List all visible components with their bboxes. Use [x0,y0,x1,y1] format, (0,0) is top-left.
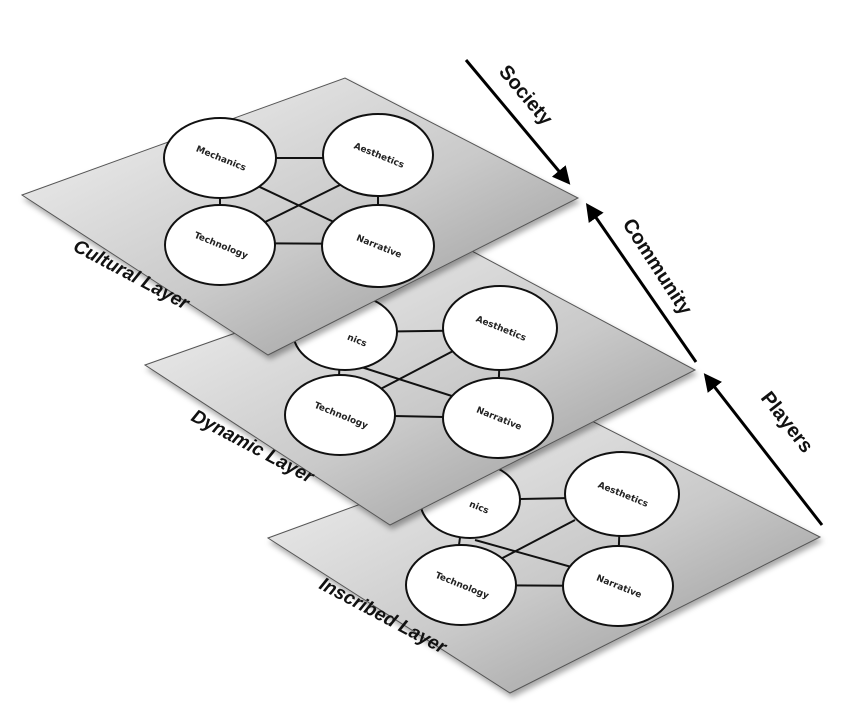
community-arrow [585,203,698,363]
cultural-aesthetics-node [322,113,434,197]
inscribed-technology-node [405,544,517,626]
cultural-layer-plate [20,77,580,356]
cultural-narrative-node [321,204,435,288]
society-label: Society [494,61,557,130]
inscribed-aesthetics-node [564,451,680,537]
inscribed-narrative-node [562,545,674,627]
dynamic-technology-node [284,374,396,456]
cultural-technology-node [164,204,276,286]
dynamic-narrative-node [442,377,554,459]
dynamic-aesthetics-node [442,285,558,371]
players-arrow [703,373,824,526]
society-arrow [464,59,571,185]
players-label: Players [756,388,817,458]
cultural-mechanics-node [163,117,277,199]
